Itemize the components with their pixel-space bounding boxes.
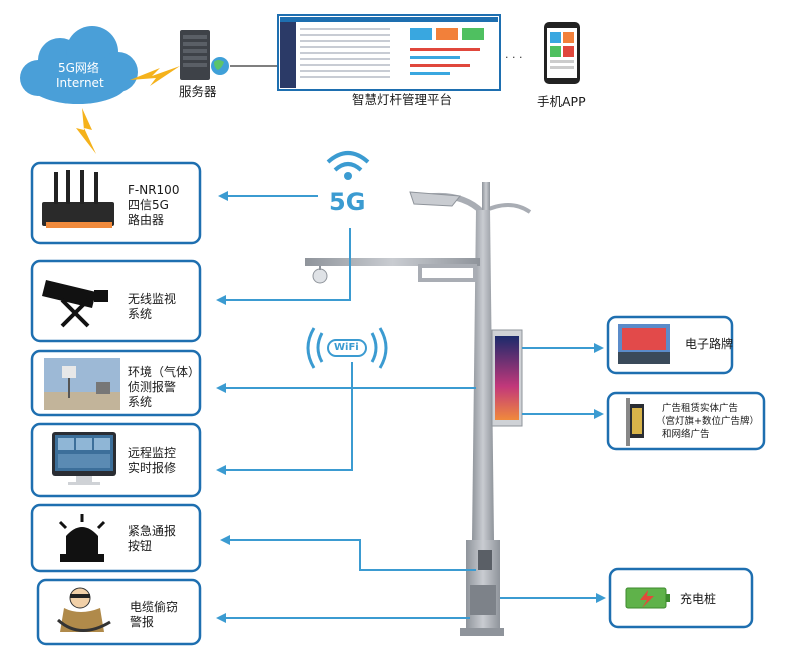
remote-monitoring-label-line2: 实时报修 [128,461,177,475]
e-signage-label: 电子路牌 [685,337,734,351]
thief-icon [56,587,111,632]
left-box-surveillance [30,259,202,343]
platform-label: 智慧灯杆管理平台 [352,92,453,107]
advertising-label-line1: 广告租赁实体广告 [662,403,739,414]
emergency-label-line1: 紧急通报 [128,524,177,538]
remote-monitoring-label-line1: 远程监控 [128,446,177,460]
smart-light-pole [305,182,532,636]
left-box-remote-monitoring [30,422,202,498]
emergency-label-line2: 按钮 [128,539,153,553]
right-box-e-signage [606,315,734,375]
router-label-line3: 路由器 [128,213,165,227]
advertising-label-line2: （宫灯旗+数位广告牌） [656,416,759,427]
right-box-advertising [606,391,766,451]
mobile-app-label: 手机APP [537,94,586,109]
environment-label-line1: 环境（气体） [128,365,201,379]
connector-arrows [216,191,606,623]
server-icon [180,30,229,80]
left-box-cable-theft [36,578,202,646]
wifi-badge-label: WiFi [334,342,359,353]
left-box-emergency [30,503,202,573]
cloud-label-internet: Internet [56,76,104,90]
charging-label: 充电桩 [680,592,717,606]
alarm-beacon-icon [58,514,106,562]
battery-charging-icon [625,587,670,609]
cable-theft-label-line2: 警报 [130,615,155,629]
billboard-icon [618,324,670,364]
lightning-icon [76,108,96,154]
wifi-icon [306,327,388,369]
router-label-line1: F-NR100 [128,183,180,197]
surveillance-label-line1: 无线监视 [128,292,177,306]
right-box-charging [608,567,754,629]
ad-pole-icon [626,398,644,446]
cloud-label-5g: 5G网络 [58,61,99,75]
5g-label: 5G [329,188,366,216]
router-icon [42,170,114,228]
lightning-icon [130,66,180,86]
environment-photo-icon [44,358,120,410]
environment-label-line3: 系统 [128,395,153,409]
5g-signal-icon [326,151,370,180]
left-box-environment [30,349,202,417]
camera-icon [42,280,108,328]
left-box-router [30,161,202,245]
server-label: 服务器 [179,84,217,99]
environment-label-line2: 侦测报警 [128,380,177,394]
cloud-icon [20,26,138,104]
router-label-line2: 四信5G [128,198,169,212]
monitor-icon [52,432,116,485]
surveillance-label-line2: 系统 [128,307,153,321]
platform-dashboard-icon [277,14,501,91]
cable-theft-label-line1: 电缆偷窃 [130,600,179,614]
ellipsis: · · · [505,51,523,64]
advertising-label-line3: 和网络广告 [662,429,710,440]
mobile-phone-icon [544,22,580,84]
